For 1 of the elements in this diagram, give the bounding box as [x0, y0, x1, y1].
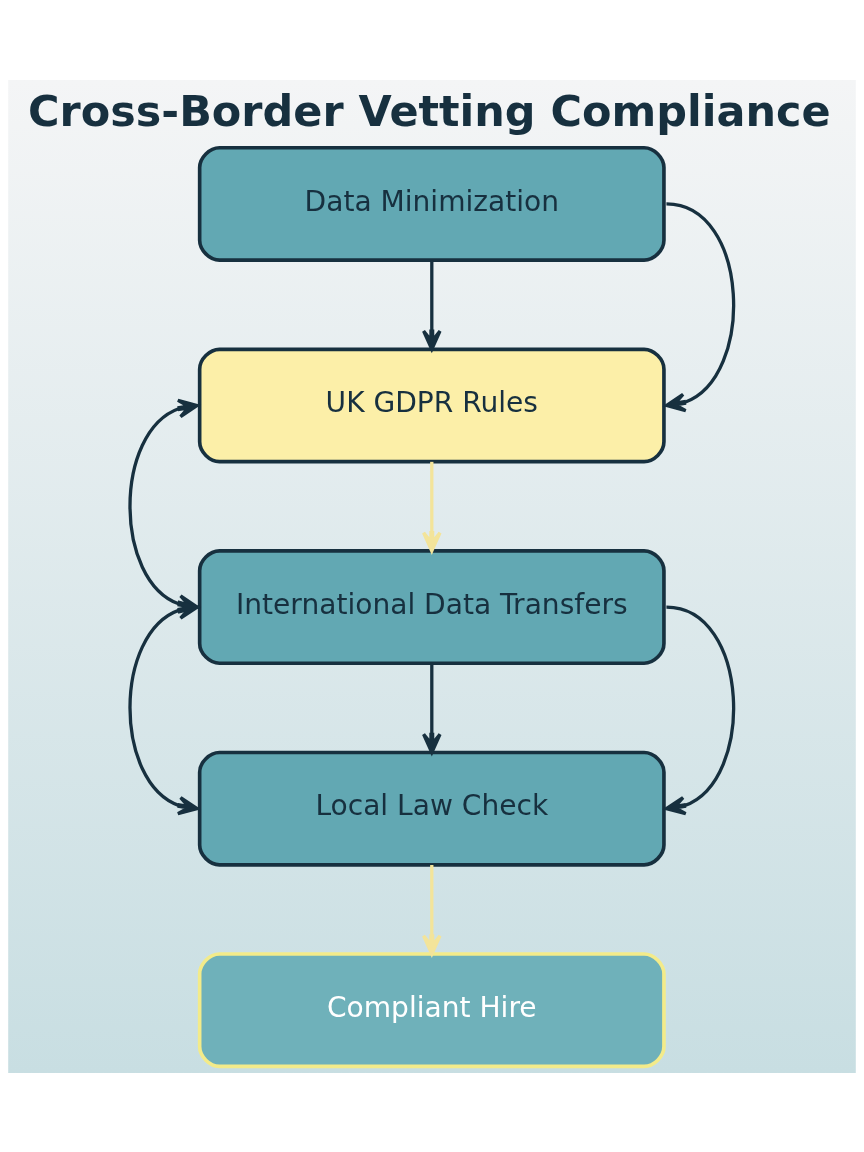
- diagram-title: Cross-Border Vetting Compliance: [28, 85, 831, 136]
